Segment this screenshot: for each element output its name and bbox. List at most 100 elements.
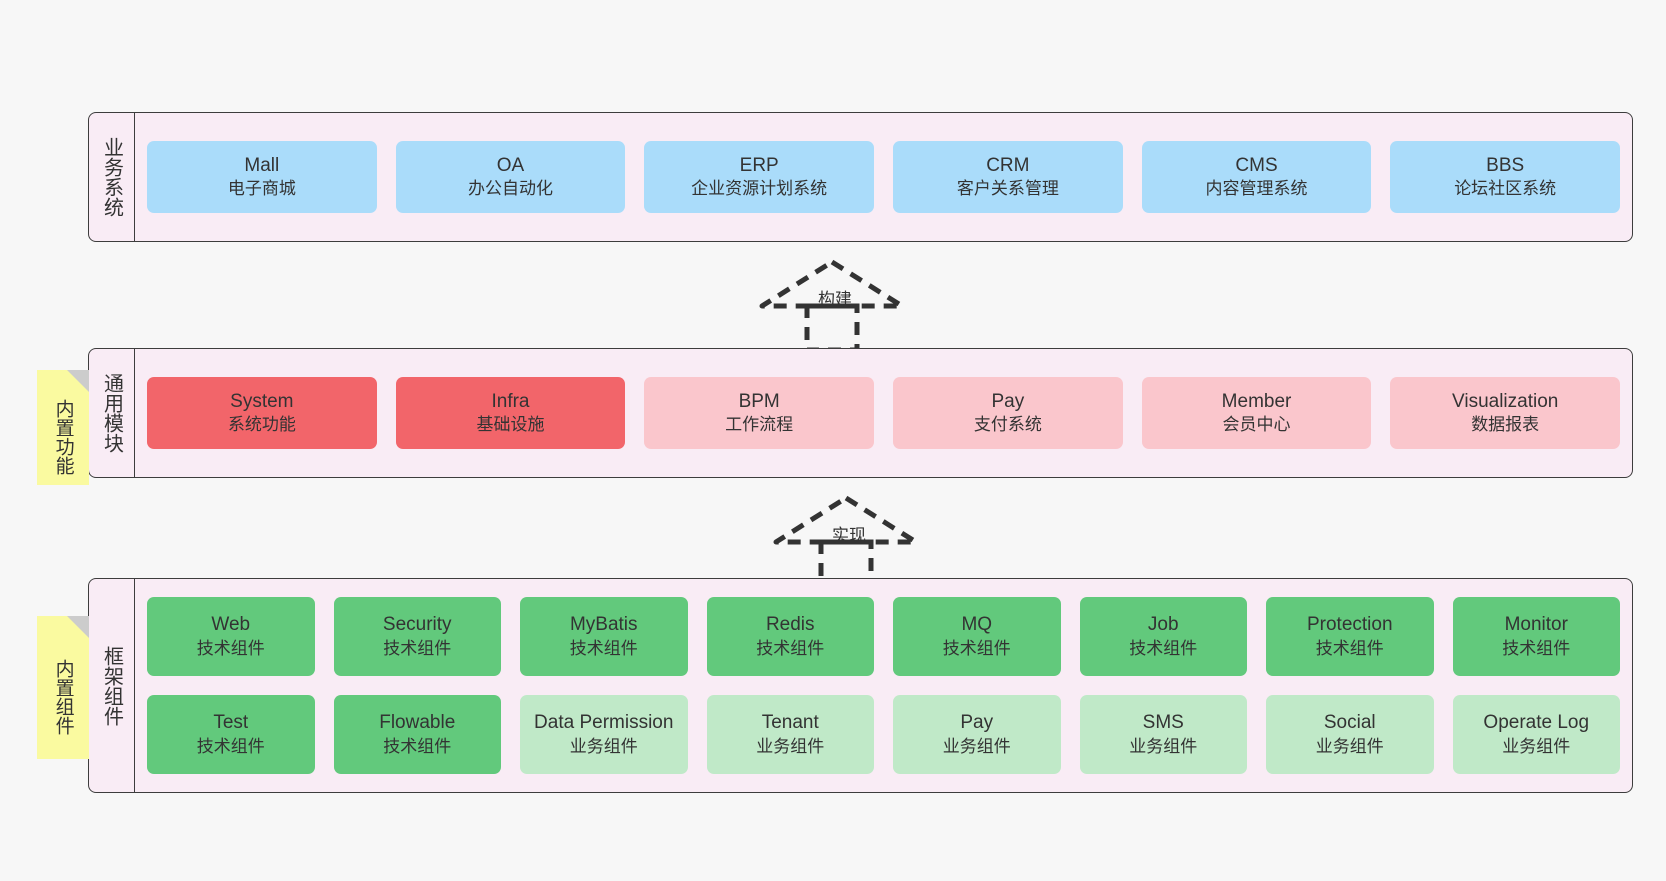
node-visualization-title: Visualization [1452, 390, 1559, 412]
node-web[interactable]: Web 技术组件 [147, 597, 315, 676]
node-redis-title: Redis [765, 614, 815, 636]
node-monitor[interactable]: Monitor 技术组件 [1452, 597, 1620, 676]
framework-business-row: Test 技术组件 Flowable 技术组件 Data Permission … [147, 695, 1620, 774]
note-builtin-components: 内置组件 [37, 616, 89, 759]
layer-business-systems-title: 业务系统 [89, 113, 135, 241]
node-data-permission-title: Data Permission [534, 712, 674, 734]
node-test-title: Test [213, 712, 249, 734]
layer-business-systems: 业务系统 Mall 电子商城 OA 办公自动化 ERP 企业资源计划系统 CRM… [88, 112, 1633, 242]
node-bpm-subtitle: 工作流程 [725, 415, 794, 435]
node-security-title: Security [382, 614, 452, 636]
node-member[interactable]: Member 会员中心 [1141, 377, 1372, 449]
node-mall[interactable]: Mall 电子商城 [147, 141, 377, 213]
node-cms-subtitle: 内容管理系统 [1205, 179, 1308, 199]
node-protection[interactable]: Protection 技术组件 [1266, 597, 1434, 676]
node-web-title: Web [211, 614, 251, 636]
arrow-implement: 实现 [772, 494, 920, 589]
node-bbs[interactable]: BBS 论坛社区系统 [1390, 141, 1621, 213]
node-mall-title: Mall [244, 154, 280, 176]
node-pay-component-title: Pay [960, 712, 994, 734]
node-web-subtitle: 技术组件 [196, 638, 265, 658]
node-infra-title: Infra [491, 390, 530, 412]
node-crm[interactable]: CRM 客户关系管理 [893, 141, 1123, 213]
node-system[interactable]: System 系统功能 [147, 377, 377, 449]
arrow-build: 构建 [758, 258, 906, 353]
node-social[interactable]: Social 业务组件 [1266, 695, 1434, 774]
node-job-subtitle: 技术组件 [1129, 638, 1198, 658]
node-cms[interactable]: CMS 内容管理系统 [1141, 141, 1372, 213]
node-infra[interactable]: Infra 基础设施 [395, 377, 626, 449]
node-pay-module-subtitle: 支付系统 [973, 415, 1042, 435]
node-bbs-subtitle: 论坛社区系统 [1454, 179, 1557, 199]
folded-corner-icon [67, 370, 89, 392]
node-erp[interactable]: ERP 企业资源计划系统 [644, 141, 875, 213]
node-protection-title: Protection [1306, 614, 1393, 636]
note-builtin-components-label: 内置组件 [52, 658, 74, 735]
node-operate-log-title: Operate Log [1483, 712, 1590, 734]
layer-business-systems-body: Mall 电子商城 OA 办公自动化 ERP 企业资源计划系统 CRM 客户关系… [135, 113, 1632, 241]
node-job-title: Job [1147, 614, 1179, 636]
node-test-subtitle: 技术组件 [196, 736, 265, 756]
node-mybatis-title: MyBatis [569, 614, 638, 636]
node-erp-title: ERP [739, 154, 779, 176]
layer-framework-components: 框架组件 Web 技术组件 Security 技术组件 MyBatis 技术组件… [88, 578, 1633, 793]
node-security-subtitle: 技术组件 [383, 638, 452, 658]
node-tenant-subtitle: 业务组件 [756, 736, 825, 756]
node-system-title: System [230, 390, 294, 412]
layer-framework-components-body: Web 技术组件 Security 技术组件 MyBatis 技术组件 Redi… [135, 579, 1632, 792]
layer-general-modules-title: 通用模块 [89, 349, 135, 477]
node-system-subtitle: 系统功能 [227, 415, 296, 435]
node-bpm-title: BPM [738, 390, 780, 412]
node-sms-title: SMS [1142, 712, 1184, 734]
node-flowable[interactable]: Flowable 技术组件 [333, 695, 501, 774]
node-redis[interactable]: Redis 技术组件 [706, 597, 874, 676]
node-data-permission-subtitle: 业务组件 [569, 736, 638, 756]
node-pay-module[interactable]: Pay 支付系统 [893, 377, 1123, 449]
node-member-title: Member [1221, 390, 1292, 412]
node-mq[interactable]: MQ 技术组件 [893, 597, 1061, 676]
node-tenant-title: Tenant [761, 712, 819, 734]
node-operate-log[interactable]: Operate Log 业务组件 [1452, 695, 1620, 774]
node-flowable-subtitle: 技术组件 [383, 736, 452, 756]
node-test[interactable]: Test 技术组件 [147, 695, 315, 774]
node-visualization[interactable]: Visualization 数据报表 [1390, 377, 1621, 449]
framework-tech-row: Web 技术组件 Security 技术组件 MyBatis 技术组件 Redi… [147, 597, 1620, 676]
node-pay-module-title: Pay [991, 390, 1025, 412]
node-bpm[interactable]: BPM 工作流程 [644, 377, 875, 449]
node-infra-subtitle: 基础设施 [476, 415, 545, 435]
node-job[interactable]: Job 技术组件 [1079, 597, 1247, 676]
node-sms-subtitle: 业务组件 [1129, 736, 1198, 756]
node-visualization-subtitle: 数据报表 [1471, 415, 1540, 435]
note-builtin-functions-label: 内置功能 [52, 398, 74, 475]
node-member-subtitle: 会员中心 [1222, 415, 1291, 435]
node-mybatis-subtitle: 技术组件 [569, 638, 638, 658]
node-pay-component-subtitle: 业务组件 [942, 736, 1011, 756]
node-monitor-title: Monitor [1504, 614, 1568, 636]
node-data-permission[interactable]: Data Permission 业务组件 [520, 695, 688, 774]
node-mq-title: MQ [961, 614, 993, 636]
node-social-title: Social [1323, 712, 1376, 734]
node-mybatis[interactable]: MyBatis 技术组件 [520, 597, 688, 676]
node-oa[interactable]: OA 办公自动化 [395, 141, 626, 213]
general-modules-row: System 系统功能 Infra 基础设施 BPM 工作流程 Pay 支付系统… [147, 377, 1621, 449]
node-sms[interactable]: SMS 业务组件 [1079, 695, 1247, 774]
layer-general-modules: 通用模块 System 系统功能 Infra 基础设施 BPM 工作流程 Pay… [88, 348, 1633, 478]
node-security[interactable]: Security 技术组件 [333, 597, 501, 676]
node-operate-log-subtitle: 业务组件 [1502, 736, 1571, 756]
node-pay-component[interactable]: Pay 业务组件 [893, 695, 1061, 774]
business-systems-row: Mall 电子商城 OA 办公自动化 ERP 企业资源计划系统 CRM 客户关系… [147, 141, 1621, 213]
note-builtin-functions: 内置功能 [37, 370, 89, 485]
node-tenant[interactable]: Tenant 业务组件 [706, 695, 874, 774]
node-monitor-subtitle: 技术组件 [1502, 638, 1571, 658]
node-flowable-title: Flowable [379, 712, 456, 734]
node-mq-subtitle: 技术组件 [942, 638, 1011, 658]
node-oa-title: OA [496, 154, 525, 176]
folded-corner-icon [67, 616, 89, 638]
node-cms-title: CMS [1235, 154, 1278, 176]
node-erp-subtitle: 企业资源计划系统 [691, 179, 828, 199]
arrow-implement-label: 实现 [832, 526, 866, 545]
node-oa-subtitle: 办公自动化 [468, 179, 553, 199]
node-mall-subtitle: 电子商城 [227, 179, 296, 199]
node-redis-subtitle: 技术组件 [756, 638, 825, 658]
